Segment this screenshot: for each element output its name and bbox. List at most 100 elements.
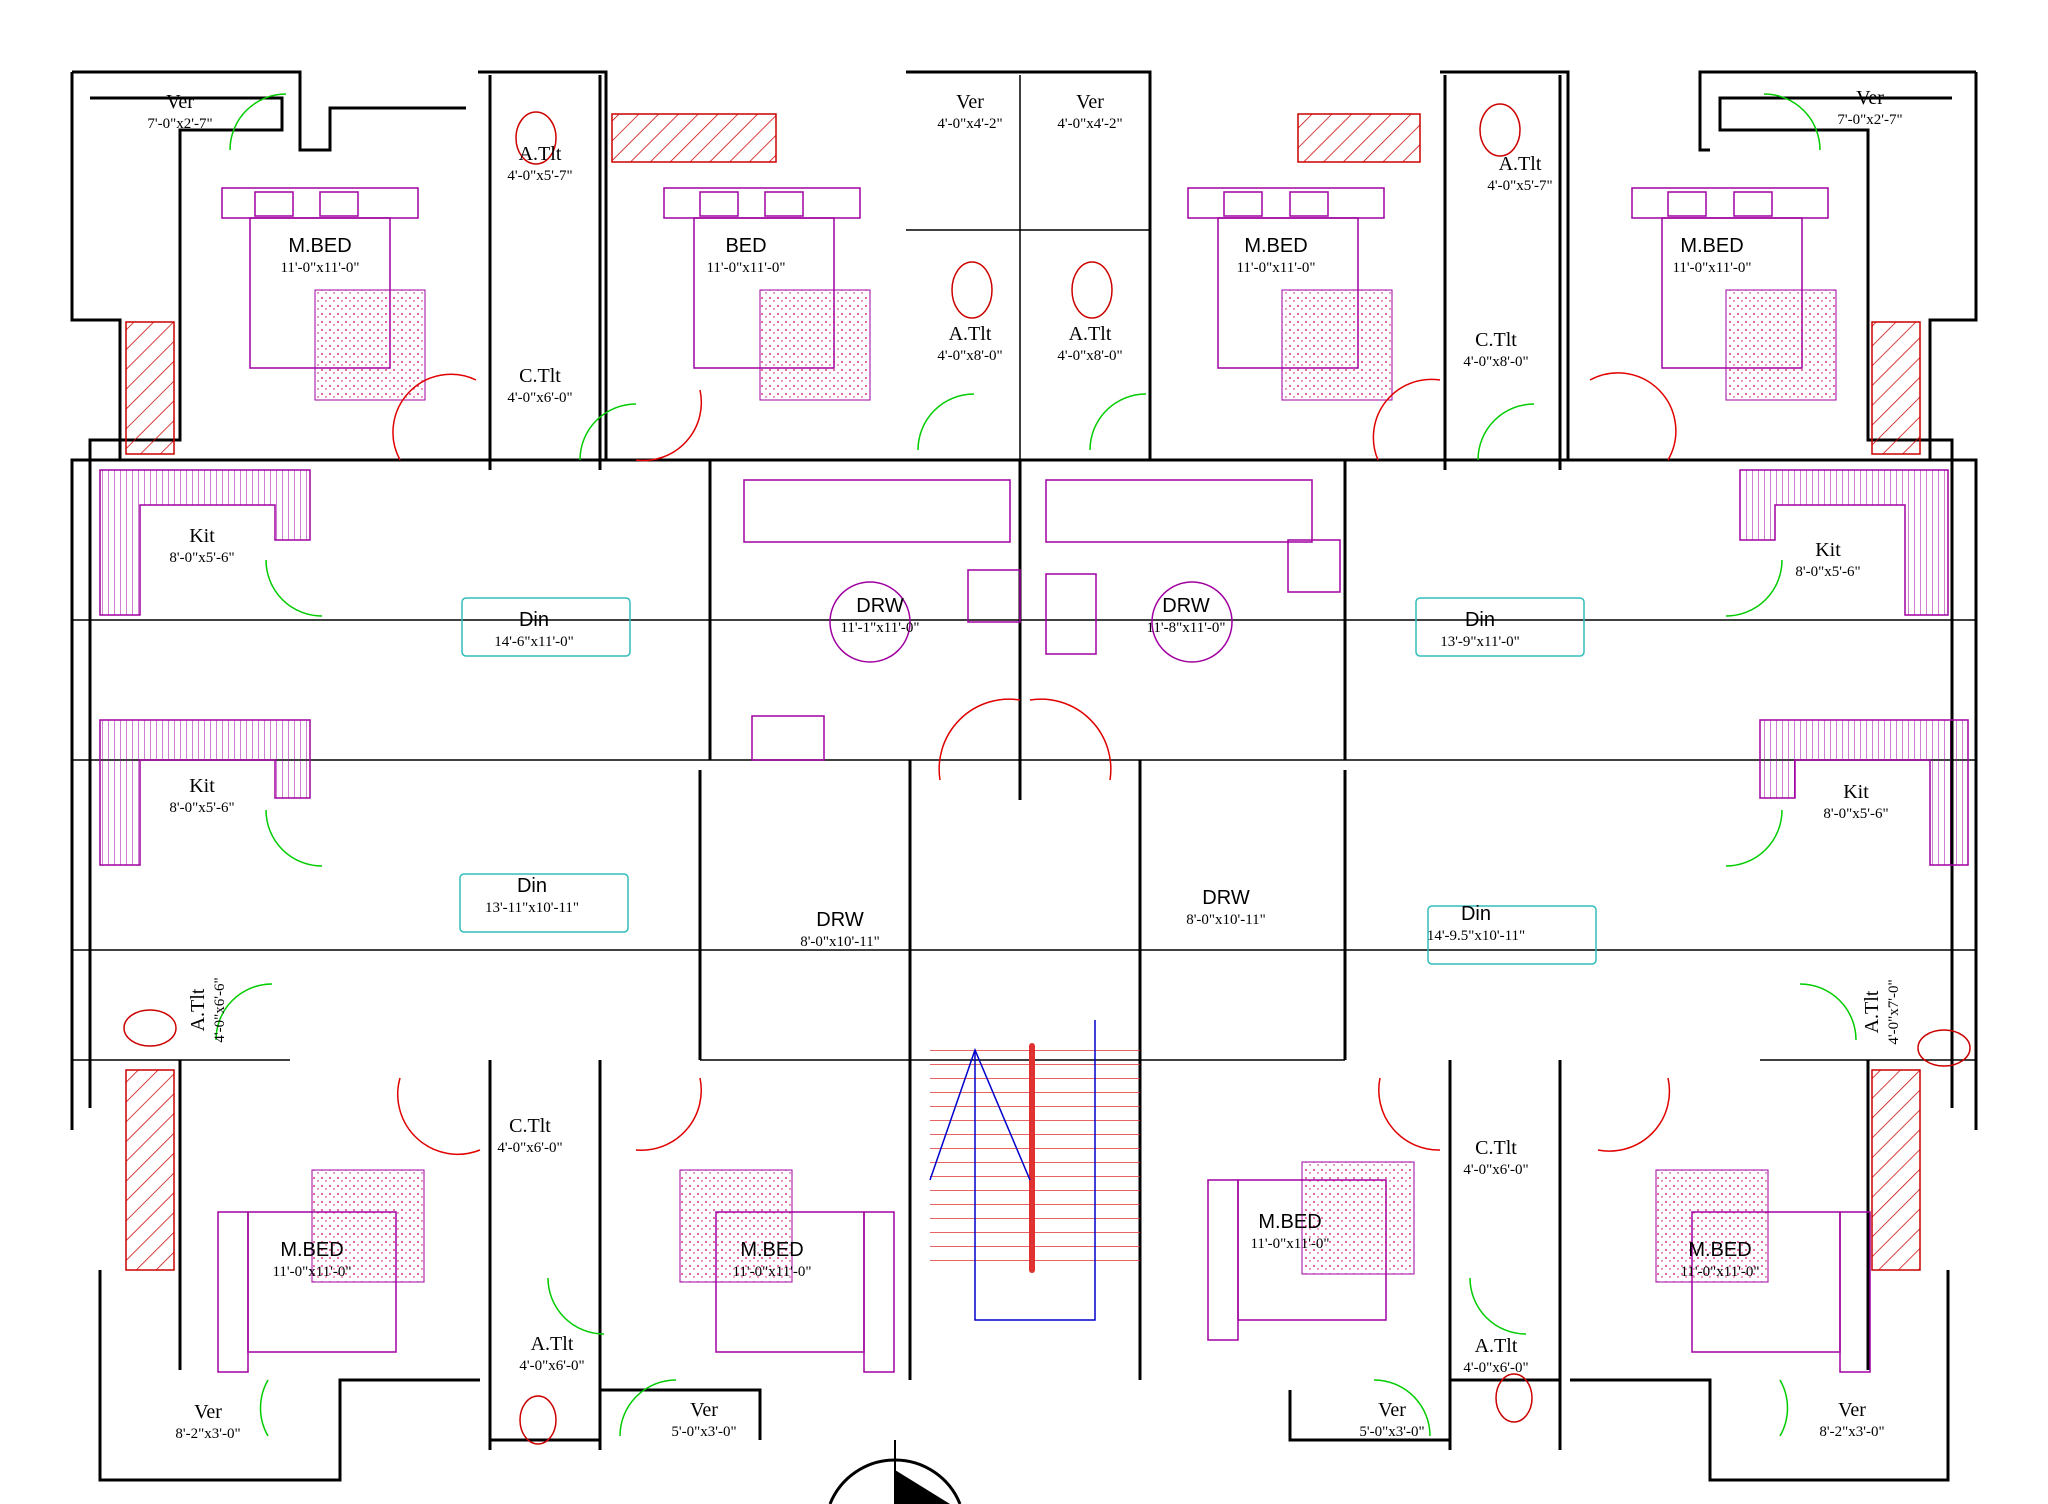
room-name: DRW: [1162, 595, 1210, 617]
bed-mbed-7: [1655, 1169, 1871, 1373]
room-dimension: 11'-0"x11'-0": [1236, 260, 1315, 276]
room-dimension: 11'-0"x11'-0": [1672, 260, 1751, 276]
room-name: A.Tlt: [1069, 323, 1112, 345]
room-name: Din: [517, 875, 547, 897]
room-dimension: 4'-0"x6'-6": [212, 977, 228, 1042]
room-label-mbed-5: M.BED 11'-0"x11'-0": [732, 1239, 811, 1280]
bed-mbed-1: [221, 187, 426, 401]
room-name: Ver: [1856, 87, 1884, 109]
room-dimension: 4'-0"x6'-0": [497, 1140, 562, 1156]
room-dimension: 13'-11"x10'-11": [485, 900, 579, 916]
room-dimension: 11'-0"x11'-0": [272, 1264, 351, 1280]
room-dimension: 13'-9"x11'-0": [1440, 634, 1520, 650]
bed-mbed-3: [1631, 187, 1837, 401]
room-label-ver-c2: Ver 4'-0"x4'-2": [1057, 91, 1122, 132]
room-name: C.Tlt: [1475, 1137, 1517, 1159]
room-label-atlt-4: A.Tlt 4'-0"x8'-0": [1057, 323, 1122, 364]
room-dimension: 8'-2"x3'-0": [175, 1426, 240, 1442]
room-name: M.BED: [1244, 235, 1307, 257]
room-name: Din: [1465, 609, 1495, 631]
room-name: DRW: [1202, 887, 1250, 909]
room-dimension: 4'-0"x6'-0": [519, 1358, 584, 1374]
bed-bed-1: [663, 187, 871, 401]
room-label-mbed-7: M.BED 11'-0"x11'-0": [1680, 1239, 1759, 1280]
room-name: M.BED: [1688, 1239, 1751, 1261]
room-dimension: 4'-0"x8'-0": [1057, 348, 1122, 364]
room-label-mbed-3: M.BED 11'-0"x11'-0": [1672, 235, 1751, 276]
room-dimension: 11'-0"x11'-0": [1250, 1236, 1329, 1252]
room-dimension: 8'-0"x5'-6": [1795, 564, 1860, 580]
room-name: Ver: [1076, 91, 1104, 113]
room-name: C.Tlt: [1475, 329, 1517, 351]
room-name: A.Tlt: [519, 143, 562, 165]
room-label-ctlt-3: C.Tlt 4'-0"x6'-0": [497, 1115, 562, 1156]
north-arrow-icon: [828, 1440, 962, 1504]
bed-mbed-4: [217, 1169, 425, 1373]
room-dimension: 14'-6"x11'-0": [494, 634, 574, 650]
room-label-drw-4: DRW 8'-0"x10'-11": [1186, 887, 1266, 928]
room-label-ver-tr: Ver 7'-0"x2'-7": [1837, 87, 1902, 128]
room-name: A.Tlt: [531, 1333, 574, 1355]
bed-mbed-5: [679, 1169, 895, 1373]
room-name: Ver: [956, 91, 984, 113]
kitchen-counters: [99, 469, 1969, 866]
room-dimension: 8'-0"x5'-6": [169, 550, 234, 566]
room-dimension: 11'-0"x11'-0": [706, 260, 785, 276]
room-name: Ver: [1378, 1399, 1406, 1421]
room-name: DRW: [856, 595, 904, 617]
room-name: M.BED: [288, 235, 351, 257]
room-labels: Ver 7'-0"x2'-7" A.Tlt 4'-0"x5'-7" Ver 4'-0"x4…: [147, 87, 1902, 1442]
room-label-ver-b3: Ver 5'-0"x3'-0": [1359, 1399, 1424, 1440]
bed-mbed-2: [1187, 187, 1393, 401]
toilet-fixtures: [123, 103, 1971, 1445]
room-name: A.Tlt: [1475, 1335, 1518, 1357]
room-dimension: 4'-0"x5'-7": [1487, 178, 1552, 194]
room-label-din-3: Din 13'-11"x10'-11": [485, 875, 579, 916]
room-dimension: 7'-0"x2'-7": [1837, 112, 1902, 128]
hatched-ducts: [125, 113, 1921, 1271]
room-name: Ver: [194, 1401, 222, 1423]
room-dimension: 8'-0"x5'-6": [1823, 806, 1888, 822]
door-swings: [215, 93, 1857, 1437]
room-dimension: 5'-0"x3'-0": [1359, 1424, 1424, 1440]
room-dimension: 8'-0"x10'-11": [1186, 912, 1266, 928]
room-dimension: 8'-0"x10'-11": [800, 934, 880, 950]
room-dimension: 4'-0"x6'-0": [1463, 1360, 1528, 1376]
dining-tables: [459, 597, 1597, 965]
room-dimension: 11'-1"x11'-0": [840, 620, 919, 636]
room-name: A.Tlt: [1861, 990, 1883, 1033]
room-dimension: 5'-0"x3'-0": [671, 1424, 736, 1440]
room-dimension: 4'-0"x4'-2": [1057, 116, 1122, 132]
room-name: M.BED: [1680, 235, 1743, 257]
room-label-mbed-2: M.BED 11'-0"x11'-0": [1236, 235, 1315, 276]
room-dimension: 11'-0"x11'-0": [1680, 1264, 1759, 1280]
room-name: C.Tlt: [519, 365, 561, 387]
room-label-atlt-2: A.Tlt 4'-0"x5'-7": [1487, 153, 1552, 194]
room-label-drw-1: DRW 11'-1"x11'-0": [840, 595, 919, 636]
room-name: M.BED: [740, 1239, 803, 1261]
room-name: Kit: [1815, 539, 1841, 561]
room-name: Ver: [1838, 1399, 1866, 1421]
staircase: [929, 1020, 1140, 1321]
room-name: M.BED: [1258, 1211, 1321, 1233]
room-name: C.Tlt: [509, 1115, 551, 1137]
room-name: A.Tlt: [187, 988, 209, 1031]
room-name: A.Tlt: [1499, 153, 1542, 175]
room-dimension: 11'-0"x11'-0": [732, 1264, 811, 1280]
